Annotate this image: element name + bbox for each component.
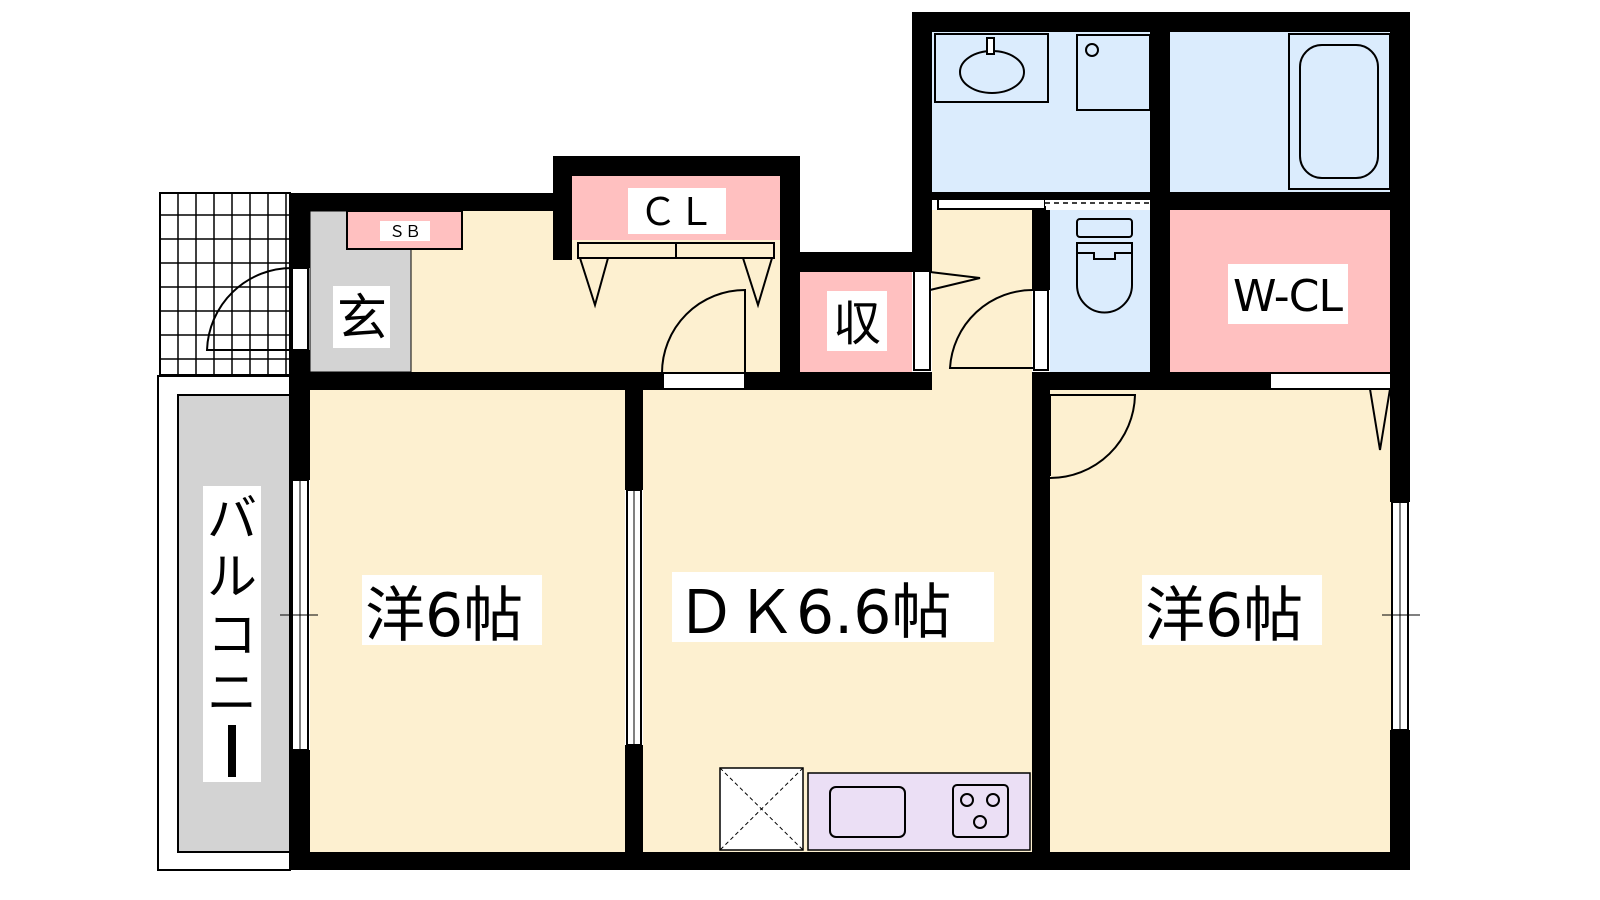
room-label-western-right: 洋6帖 [1145, 581, 1303, 651]
balcony: バ ル コ ニ [157, 375, 291, 871]
room-label-entrance: 玄 [337, 289, 387, 347]
room-label-western-left: 洋6帖 [365, 581, 523, 651]
balcony-label-2: ル [207, 548, 257, 606]
kitchen-counter [719, 767, 1031, 851]
balcony-label-4: ニ [207, 664, 257, 722]
room-label-closet: ＣＬ [639, 190, 715, 234]
balcony-label-5-bar [228, 725, 236, 777]
entrance-porch-tiles [159, 192, 291, 376]
toilet-room [1050, 210, 1150, 372]
windows [280, 196, 1420, 751]
washbasin-icon [934, 33, 1049, 103]
room-label-storage: 収 [833, 296, 881, 352]
sink-icon [829, 786, 906, 838]
room-label-dk: ＤＫ6.6帖 [676, 578, 951, 648]
toilet-icon [1076, 218, 1133, 314]
bathroom [1170, 32, 1392, 192]
balcony-label-1: バ [207, 490, 257, 548]
room-label-walk-in-closet: W-CL [1233, 271, 1343, 322]
hallway [932, 210, 1032, 390]
doors [205, 242, 1393, 479]
stove-icon [952, 784, 1009, 838]
room-label-shoe-box: ＳＢ [389, 222, 421, 241]
balcony-label-3: コ [207, 606, 257, 664]
washroom [932, 32, 1150, 192]
